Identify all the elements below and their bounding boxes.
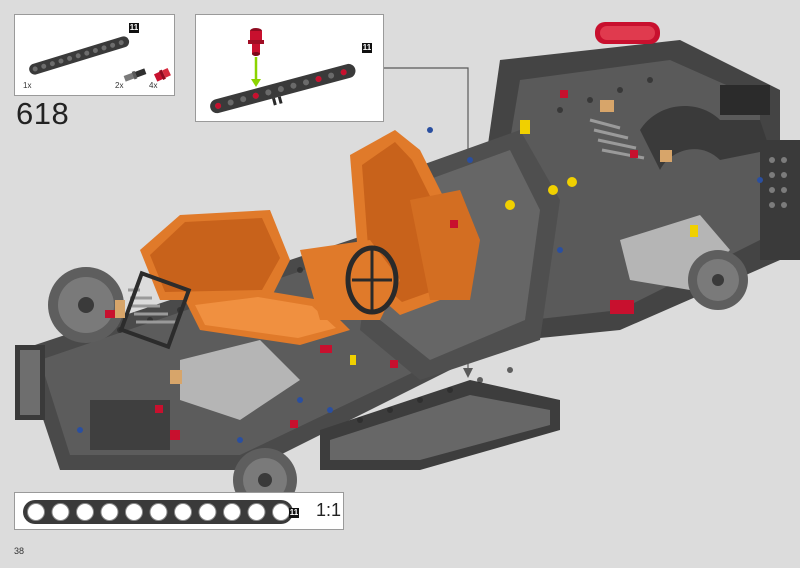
front-spring <box>128 288 176 324</box>
page-number: 38 <box>14 546 25 556</box>
ruler-length-badge: 11 <box>289 508 299 518</box>
seat-left <box>140 210 350 345</box>
liftarm-beam-icon <box>29 36 130 75</box>
axle-arrow-icon <box>251 57 261 87</box>
sub-assembly-badge: 11 <box>362 43 372 53</box>
callout-arrow-icon <box>384 67 473 378</box>
red-pin-icon <box>248 28 264 56</box>
parts-length-badge: 11 <box>129 23 139 33</box>
scale-ruler-panel: 11 <box>14 492 344 530</box>
grey-pin-qty: 2x <box>115 81 124 90</box>
beam-qty: 1x <box>23 81 32 90</box>
red-pins <box>105 90 638 440</box>
ruler-beam-icon <box>23 500 293 524</box>
parts-list-panel: 11 1x 2x 4x <box>14 14 175 96</box>
rear-spring <box>589 118 645 160</box>
sub-assembly-illustration <box>210 28 356 114</box>
rear-wheel-hub <box>688 250 748 310</box>
engine-intake <box>595 22 770 170</box>
grey-pin-icon <box>123 68 147 82</box>
front-wheel-hub <box>48 267 124 343</box>
scale-label: 1:1 <box>316 500 342 520</box>
red-pin-icon <box>153 67 171 82</box>
red-pin-qty: 4x <box>149 81 158 90</box>
step-number: 618 <box>16 96 70 131</box>
sub-assembly-panel: 11 <box>195 14 384 122</box>
